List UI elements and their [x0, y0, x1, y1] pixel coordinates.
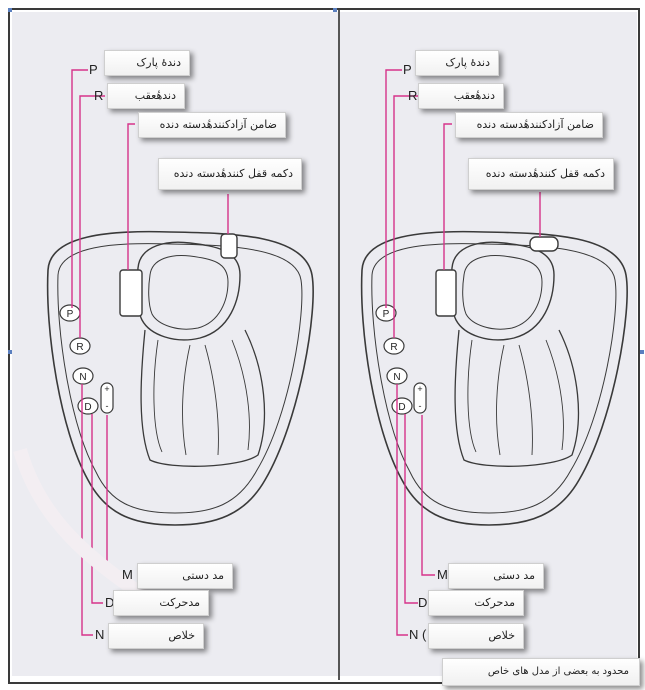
- letter-d: D: [105, 595, 115, 610]
- letter-m: M: [437, 567, 448, 582]
- callout-drive: مدحرکت: [428, 590, 524, 616]
- selection-handle: [640, 350, 644, 354]
- gate-n-label: N: [393, 372, 400, 383]
- selection-handle: [8, 8, 12, 12]
- callout-shift-lock-release: ضامن آزادکنندهٔدسته دنده: [138, 112, 286, 138]
- gate-r-label: R: [390, 342, 397, 353]
- letter-r: R: [408, 88, 418, 103]
- gate-minus-label: -: [419, 401, 422, 411]
- callout-manual-mode: مد دستی: [448, 563, 544, 589]
- right-shifter-drawing: [360, 69, 628, 636]
- selection-handle: [8, 350, 12, 354]
- letter-n: N: [95, 627, 105, 642]
- callout-shift-lock-button: دکمه قفل کنندهٔدسته دنده: [468, 158, 614, 190]
- gate-d-label: D: [84, 402, 91, 413]
- gate-plus-label: +: [104, 384, 109, 394]
- letter-p: P: [403, 62, 412, 77]
- gate-plus-label: +: [417, 384, 422, 394]
- left-shifter-drawing: [13, 69, 314, 636]
- gate-d-label: D: [398, 402, 405, 413]
- gate-minus-label: -: [106, 401, 109, 411]
- callout-drive: مدحرکت: [113, 590, 209, 616]
- callout-neutral: خلاص: [428, 623, 524, 649]
- gate-r-label: R: [76, 342, 83, 353]
- callout-shift-lock-button: دکمه قفل کنندهٔدسته دنده: [158, 158, 302, 190]
- letter-r: R: [94, 88, 104, 103]
- callout-shift-lock-release: ضامن آزادکنندهٔدسته دنده: [455, 112, 603, 138]
- letter-p: P: [89, 62, 98, 77]
- callout-manual-mode: مد دستی: [137, 563, 233, 589]
- letter-m: M: [122, 567, 133, 582]
- footnote: محدود به بعضی از مدل های خاص: [442, 658, 640, 686]
- callout-park: دندهٔ پارک: [104, 50, 190, 76]
- callout-reverse: دندهٔعقب: [418, 83, 504, 109]
- callout-neutral: خلاص: [108, 623, 204, 649]
- selection-handle: [333, 8, 337, 12]
- letter-n: N (: [409, 627, 427, 642]
- gate-p-label: P: [67, 309, 74, 320]
- gate-n-label: N: [79, 372, 86, 383]
- callout-reverse: دندهٔعقب: [107, 83, 185, 109]
- letter-d: D: [418, 595, 428, 610]
- callout-park: دندهٔ پارک: [415, 50, 499, 76]
- panel-divider: [338, 10, 340, 680]
- gate-p-label: P: [383, 309, 390, 320]
